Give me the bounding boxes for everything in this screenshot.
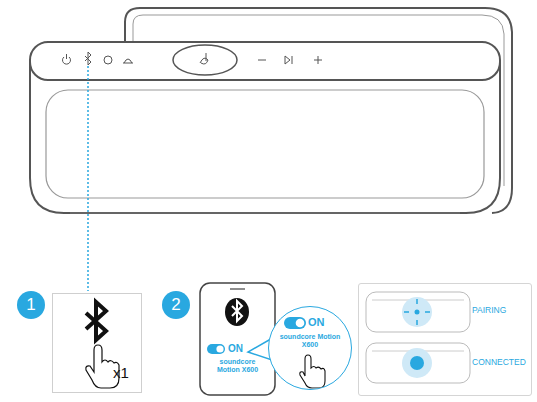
press-count: x1 (113, 365, 141, 382)
toggle-label: ON (228, 343, 250, 354)
bluetooth-symbol (232, 301, 242, 321)
callout-number: 2 (162, 291, 190, 319)
device-name: soundcore Motion X600 (208, 358, 267, 373)
toggle-switch (207, 344, 225, 354)
phone-screen: ON soundcore Motion X600 (200, 283, 275, 395)
bluetooth-symbol (86, 302, 106, 340)
speaker-top (30, 42, 500, 80)
step-number: 1 (26, 296, 35, 315)
speaker-grille (46, 90, 484, 198)
toggle-label: ON (308, 316, 336, 328)
device-name: soundcore Motion X600 (279, 333, 341, 348)
step-box: x1 (52, 293, 142, 393)
speaker-buttons (62, 45, 322, 75)
status-speakers (366, 292, 470, 383)
phone-speaker (230, 288, 245, 289)
magnifier-bubble: ON soundcore Motion X600 (268, 306, 352, 390)
phone-outline (200, 283, 275, 395)
step-number: 2 (171, 296, 180, 315)
speaker-body (30, 62, 500, 213)
status-panel: PAIRING CONNECTED (358, 283, 532, 396)
guide-line (87, 66, 89, 291)
status-label: CONNECTED (472, 358, 530, 367)
speaker-base (70, 213, 460, 214)
callout-number: 1 (17, 291, 45, 319)
toggle-knob (216, 345, 223, 352)
bluetooth-badge (225, 298, 249, 326)
status-label: PAIRING (472, 306, 530, 315)
